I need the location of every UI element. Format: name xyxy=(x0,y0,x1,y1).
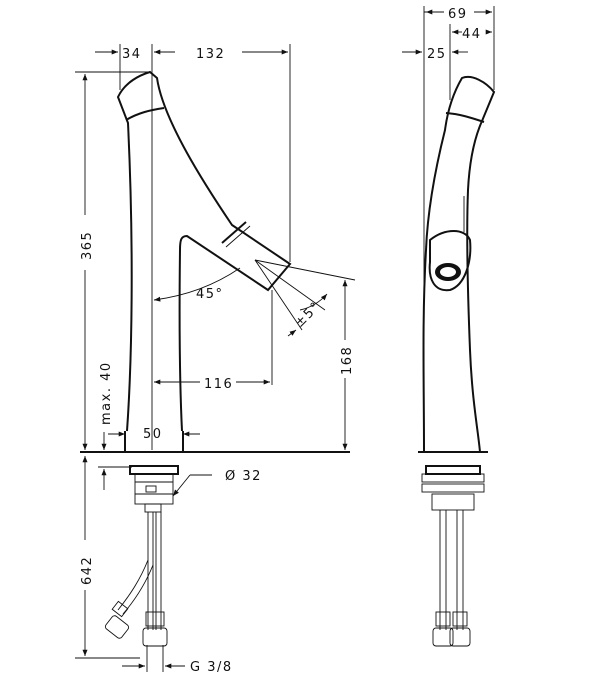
dim-45-deg: 45° xyxy=(196,287,224,302)
dim-diameter-32: Ø 32 xyxy=(225,469,262,484)
side-view: 69 44 25 xyxy=(402,6,496,647)
supply-hoses xyxy=(104,512,168,647)
spout-band xyxy=(221,221,247,244)
dim-132: 132 xyxy=(196,47,225,62)
mounting-assembly xyxy=(129,465,179,513)
side-dim-69: 69 xyxy=(448,7,468,22)
side-dim-44: 44 xyxy=(462,27,482,42)
dim-642: 642 xyxy=(80,556,95,585)
side-top-line xyxy=(445,112,485,123)
dim-365: 365 xyxy=(80,231,95,260)
side-body-outline xyxy=(422,76,496,453)
dim-168: 168 xyxy=(340,346,355,375)
dim-plus-minus-5-deg: ±5° xyxy=(292,299,324,331)
dim-50: 50 xyxy=(143,427,163,442)
dim-116: 116 xyxy=(204,377,233,392)
front-view: 34 132 365 45° ±5° 116 168 max. 40 50 xyxy=(75,44,356,675)
dim-34: 34 xyxy=(122,47,142,62)
top-cap-line xyxy=(125,107,165,121)
side-dim-25: 25 xyxy=(427,47,447,62)
dim-max-40: max. 40 xyxy=(99,361,114,425)
spout-band-2 xyxy=(225,225,251,248)
side-handle xyxy=(428,230,472,292)
faucet-body-outline xyxy=(116,70,292,432)
dim-g-3-8: G 3/8 xyxy=(190,660,233,675)
